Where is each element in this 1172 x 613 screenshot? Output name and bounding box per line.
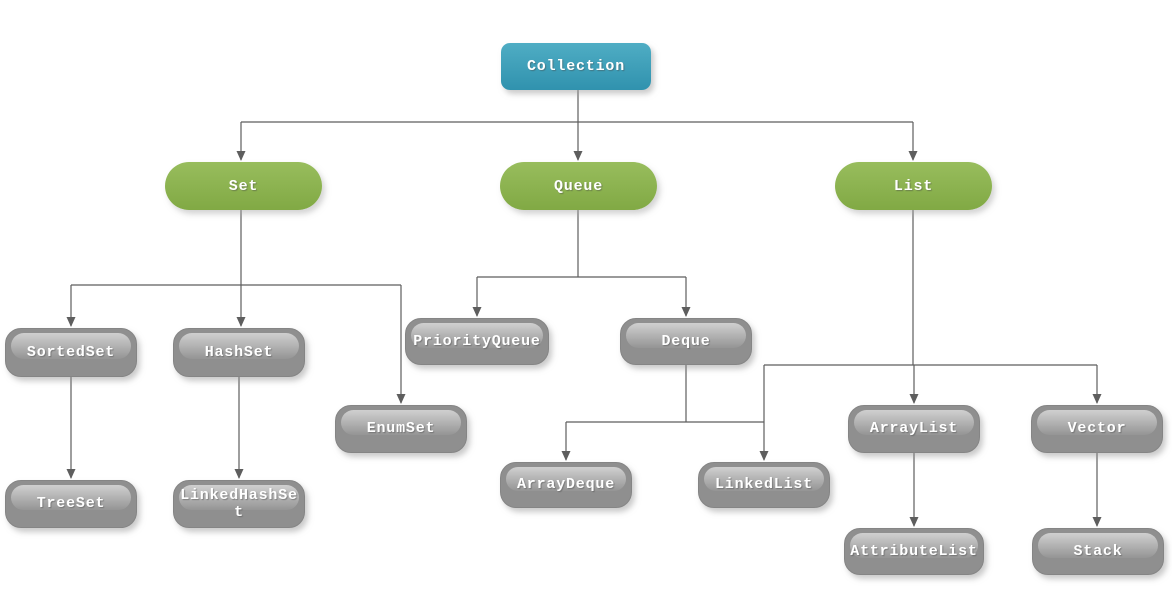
node-priorityqueue[interactable]: PriorityQueue bbox=[405, 318, 549, 365]
node-arraydeque[interactable]: ArrayDeque bbox=[500, 462, 632, 508]
node-queue[interactable]: Queue bbox=[500, 162, 657, 210]
node-label: LinkedList bbox=[714, 476, 813, 494]
node-label: PriorityQueue bbox=[413, 332, 541, 350]
node-collection[interactable]: Collection bbox=[501, 43, 651, 90]
node-label: ArrayList bbox=[869, 420, 959, 438]
node-arraylist[interactable]: ArrayList bbox=[848, 405, 980, 453]
node-label: EnumSet bbox=[366, 420, 436, 438]
node-list[interactable]: List bbox=[835, 162, 992, 210]
node-label: TreeSet bbox=[36, 495, 106, 513]
node-stack[interactable]: Stack bbox=[1032, 528, 1164, 575]
node-label: List bbox=[893, 177, 934, 195]
node-label: Deque bbox=[661, 332, 711, 350]
node-hashset[interactable]: HashSet bbox=[173, 328, 305, 377]
node-label: ArrayDeque bbox=[516, 476, 615, 494]
node-label: Set bbox=[228, 177, 259, 195]
node-vector[interactable]: Vector bbox=[1031, 405, 1163, 453]
node-label: HashSet bbox=[204, 343, 274, 361]
node-linkedlist[interactable]: LinkedList bbox=[698, 462, 830, 508]
node-attributelist[interactable]: AttributeList bbox=[844, 528, 984, 575]
node-sortedset[interactable]: SortedSet bbox=[5, 328, 137, 377]
node-deque[interactable]: Deque bbox=[620, 318, 752, 365]
node-set[interactable]: Set bbox=[165, 162, 322, 210]
node-label: Queue bbox=[553, 177, 603, 195]
node-enumset[interactable]: EnumSet bbox=[335, 405, 467, 453]
node-label: AttributeList bbox=[850, 542, 978, 560]
node-linkedhashset[interactable]: LinkedHashSet bbox=[173, 480, 305, 528]
node-label: Vector bbox=[1067, 420, 1127, 438]
node-label: Stack bbox=[1073, 542, 1123, 560]
node-treeset[interactable]: TreeSet bbox=[5, 480, 137, 528]
node-label: SortedSet bbox=[26, 343, 116, 361]
node-label: LinkedHashSet bbox=[180, 486, 298, 521]
node-label: Collection bbox=[526, 58, 625, 75]
